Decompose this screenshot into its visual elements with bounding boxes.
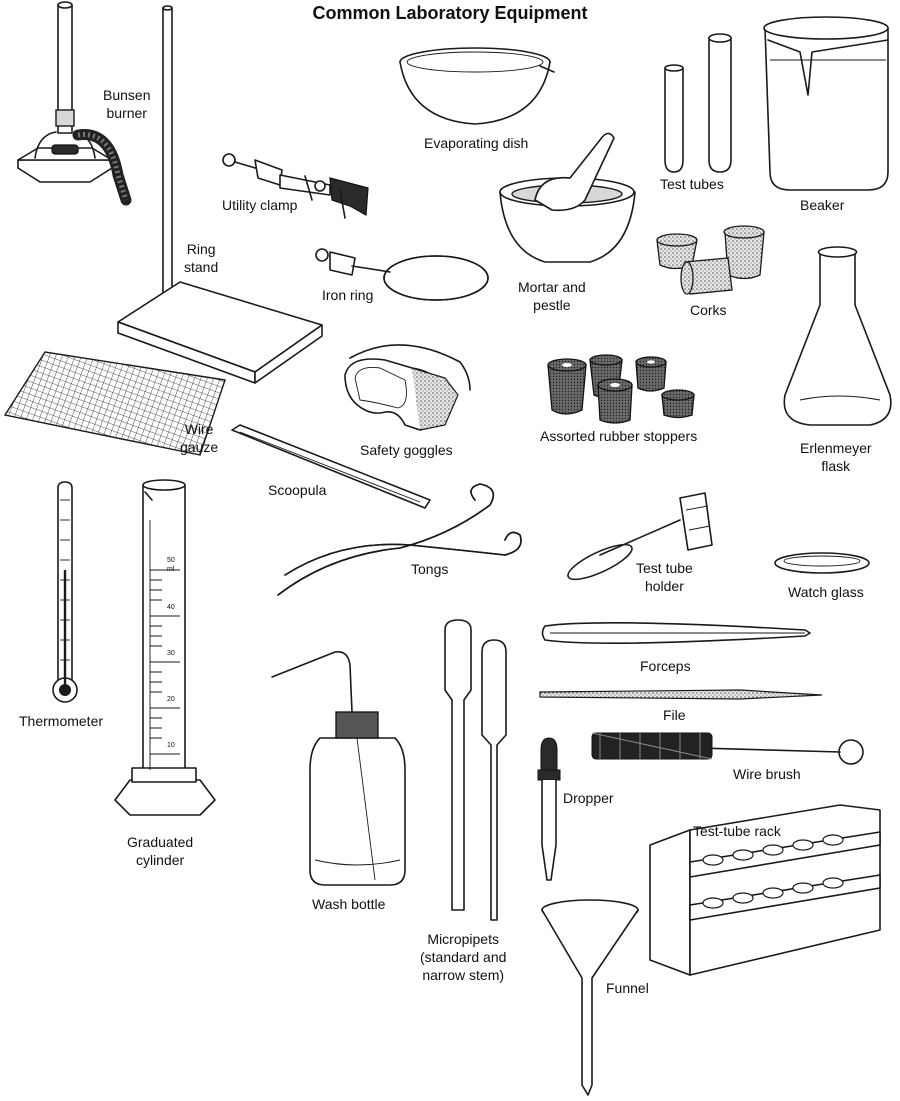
funnel-drawing xyxy=(541,899,639,1096)
label-corks: Corks xyxy=(690,302,727,318)
label-rubber-stoppers: Assorted rubber stoppers xyxy=(540,428,698,444)
scoopula-drawing xyxy=(231,424,431,509)
graduated-cylinder-drawing xyxy=(114,479,216,816)
label-wash-bottle: Wash bottle xyxy=(312,896,386,912)
page-title: Common Laboratory Equipment xyxy=(312,3,588,23)
safety-goggles-drawing xyxy=(344,344,471,431)
bunsen-burner-drawing xyxy=(17,1,132,206)
cylinder-scale-20: 20 xyxy=(167,696,175,703)
evaporating-dish-drawing xyxy=(399,47,555,125)
label-file: File xyxy=(663,707,686,723)
rubber-stoppers-drawing xyxy=(547,354,695,424)
wire-brush-drawing xyxy=(591,732,864,765)
wash-bottle-drawing xyxy=(271,650,406,886)
forceps-drawing xyxy=(541,622,811,644)
test-tubes-drawing xyxy=(664,33,732,173)
cylinder-scale-30: 30 xyxy=(167,650,175,657)
test-tube-holder-drawing xyxy=(567,492,713,581)
beaker-drawing xyxy=(763,16,889,191)
erlenmeyer-flask-drawing xyxy=(783,246,892,426)
label-beaker: Beaker xyxy=(800,197,845,213)
label-safety-goggles: Safety goggles xyxy=(360,442,453,458)
label-forceps: Forceps xyxy=(640,658,691,674)
cylinder-scale-40: 40 xyxy=(167,604,175,611)
label-watch-glass: Watch glass xyxy=(788,584,864,600)
label-thermometer: Thermometer xyxy=(19,713,104,729)
watch-glass-drawing xyxy=(774,552,870,574)
wire-gauze-drawing xyxy=(3,351,226,456)
label-evaporating-dish: Evaporating dish xyxy=(424,135,529,151)
mortar-and-pestle-drawing xyxy=(499,132,636,263)
label-iron-ring: Iron ring xyxy=(322,287,374,303)
utility-clamp-drawing xyxy=(222,153,369,219)
label-test-tubes: Test tubes xyxy=(660,176,724,192)
iron-ring-drawing xyxy=(315,248,489,301)
cylinder-scale-50: 50 xyxy=(167,557,175,564)
label-test-tube-rack: Test-tube rack xyxy=(693,823,781,839)
file-drawing xyxy=(539,689,823,700)
label-funnel: Funnel xyxy=(606,980,649,996)
label-wire-brush: Wire brush xyxy=(733,766,801,782)
ring-stand-drawing xyxy=(117,5,323,384)
test-tube-rack-drawing xyxy=(649,804,881,976)
dropper-drawing xyxy=(537,737,561,881)
micropipets-drawing xyxy=(444,619,507,921)
cylinder-scale-10: 10 xyxy=(167,742,175,749)
label-scoopula: Scoopula xyxy=(268,482,327,498)
thermometer-drawing xyxy=(52,481,78,703)
label-utility-clamp: Utility clamp xyxy=(222,197,298,213)
label-tongs: Tongs xyxy=(411,561,449,577)
cylinder-scale-ml: ml xyxy=(167,566,175,573)
corks-drawing xyxy=(656,225,765,295)
label-dropper: Dropper xyxy=(563,790,614,806)
tongs-drawing xyxy=(277,483,522,596)
